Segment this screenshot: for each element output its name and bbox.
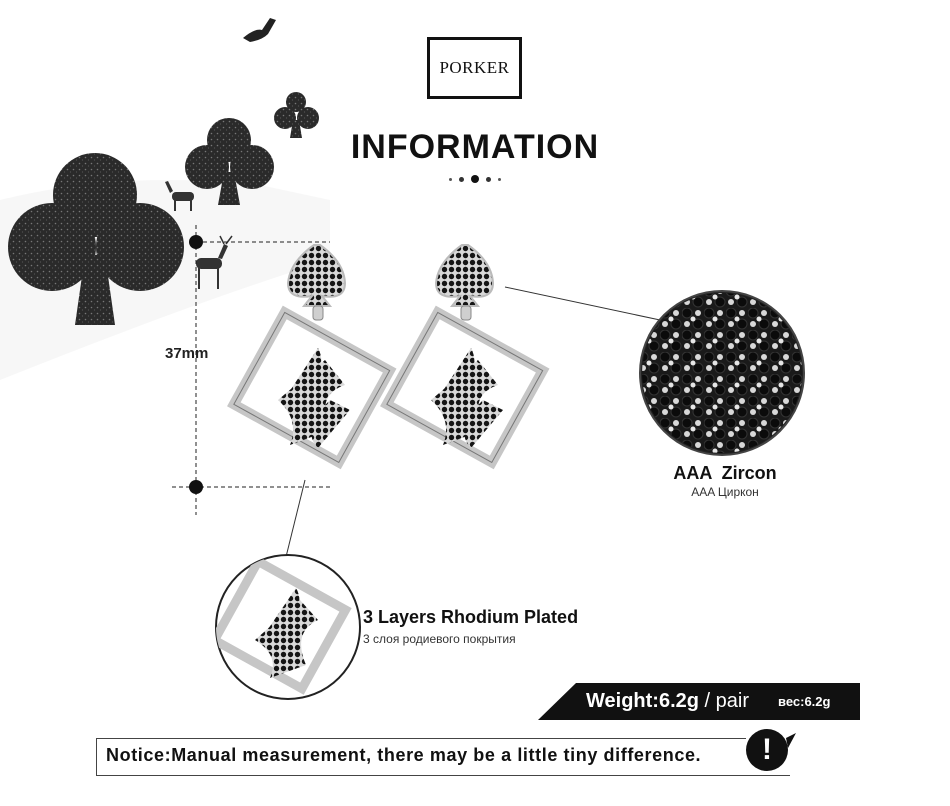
zircon-title: AAA Zircon [673, 463, 777, 483]
page-title: INFORMATION [350, 128, 600, 166]
plating-subtitle: 3 слоя родиевого покрытия [363, 632, 516, 646]
deer-icon [165, 181, 194, 211]
notice-border-top [96, 738, 746, 739]
dimension-marker [172, 225, 330, 515]
spade-icon [434, 244, 495, 307]
weight-value: 6.2g [658, 690, 699, 712]
pager-dot [459, 176, 464, 182]
brand-logo: PORKER [427, 37, 522, 99]
weight-label: Weight: [586, 690, 659, 712]
dimension-dot-bottom [189, 480, 203, 494]
notice-text: Notice:Manual measurement, there may be … [106, 745, 702, 765]
club-icon [8, 153, 184, 325]
weight-band [538, 683, 860, 720]
deer-icon [196, 235, 233, 289]
notice-border-bottom [96, 775, 790, 776]
weight-readout: Weight:6.2g / pair [586, 690, 749, 713]
spade-icon [286, 244, 347, 307]
plating-closeup [215, 554, 361, 700]
exclamation-glyph: ! [762, 733, 772, 766]
zircon-closeup [639, 290, 805, 456]
plating-pointer-line [283, 479, 306, 566]
brand-logo-text: PORKER [439, 58, 510, 77]
earring-left [227, 244, 397, 470]
bird-icon [243, 18, 276, 42]
plating-title: 3 Layers Rhodium Plated [363, 607, 579, 627]
notice-border-left [96, 738, 97, 776]
pager-dot [486, 176, 491, 182]
weight-ru-label: вес:6.2g [778, 694, 831, 709]
height-label: 37mm [165, 345, 209, 362]
dimension-dot-top [189, 235, 203, 249]
pager-dots [440, 174, 510, 184]
earring-right [380, 244, 550, 470]
pager-dot-active [471, 175, 479, 183]
pager-dot [449, 177, 452, 181]
club-icon [274, 92, 319, 138]
pager-dot [498, 177, 501, 181]
zircon-subtitle: AAA Циркон [691, 485, 759, 499]
notice-tail [786, 733, 796, 748]
club-icon [185, 118, 274, 205]
weight-unit: / pair [698, 690, 750, 712]
exclamation-icon: ! [746, 729, 788, 771]
zircon-pointer-line [504, 286, 661, 321]
